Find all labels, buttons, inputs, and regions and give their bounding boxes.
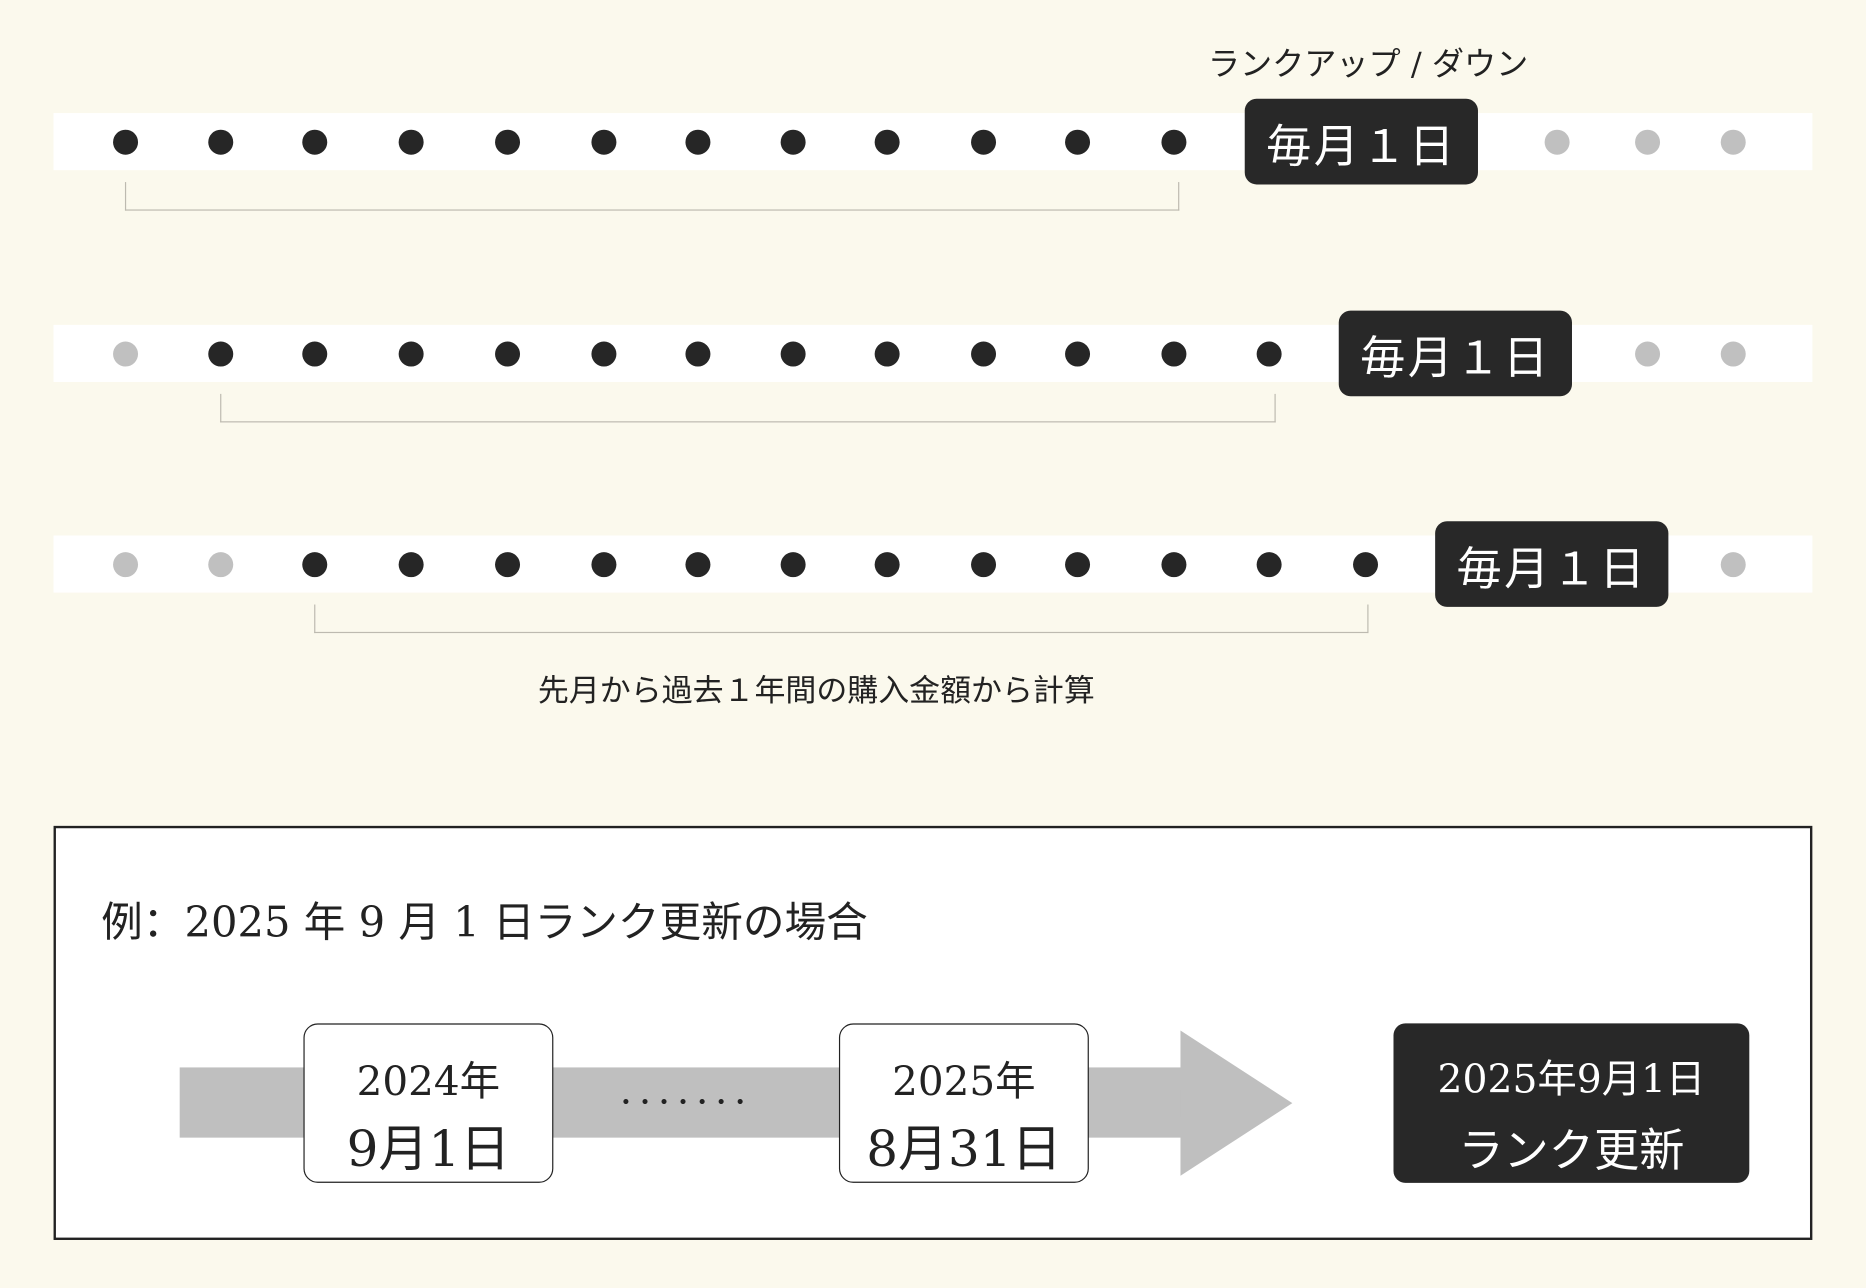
month-dot-active: [112, 129, 138, 155]
start-year: 2024年: [356, 1057, 501, 1106]
month-dot-inactive: [1720, 340, 1746, 366]
month-band: [53, 113, 1813, 171]
month-dot-active: [301, 129, 327, 155]
month-dot-active: [1160, 551, 1186, 577]
month-dot-active: [398, 129, 424, 155]
month-dot-active: [301, 340, 327, 366]
month-dot-active: [398, 551, 424, 577]
month-dot-active: [684, 129, 710, 155]
rank-update-box: 2025年9月1日 ランク更新: [1393, 1023, 1750, 1183]
monthly-update-badge: 毎月１日: [1338, 310, 1572, 397]
end-date: 8月31日: [866, 1119, 1062, 1179]
month-dot-active: [590, 551, 616, 577]
month-dot-active: [398, 340, 424, 366]
month-dot-active: [1064, 129, 1090, 155]
month-dot-inactive: [112, 551, 138, 577]
arrow-head-icon: [1180, 1030, 1293, 1176]
period-bracket: [314, 604, 1369, 634]
month-dot-active: [590, 129, 616, 155]
month-dot-active: [207, 129, 233, 155]
month-dot-active: [970, 129, 996, 155]
bracket-caption: 先月から過去１年間の購入金額から計算: [537, 673, 1095, 710]
month-dot-active: [1064, 551, 1090, 577]
ellipsis: ・・・・・・・: [614, 1087, 752, 1117]
period-bracket: [220, 393, 1276, 423]
end-date-box: 2025年 8月31日: [838, 1023, 1089, 1183]
month-dot-inactive: [207, 551, 233, 577]
month-dot-active: [1256, 551, 1282, 577]
month-dot-active: [1256, 340, 1282, 366]
month-dot-active: [780, 129, 806, 155]
rank-update-date: 2025年9月1日: [1437, 1055, 1706, 1102]
start-date: 9月1日: [346, 1119, 511, 1179]
month-dot-active: [780, 340, 806, 366]
month-dot-active: [970, 340, 996, 366]
month-dot-active: [1352, 551, 1378, 577]
month-dot-active: [970, 551, 996, 577]
month-dot-inactive: [1720, 551, 1746, 577]
month-dot-active: [1160, 340, 1186, 366]
month-dot-active: [1160, 129, 1186, 155]
month-dot-active: [874, 551, 900, 577]
month-dot-active: [590, 340, 616, 366]
monthly-update-badge: 毎月１日: [1244, 98, 1478, 185]
month-dot-inactive: [112, 340, 138, 366]
month-dot-active: [684, 551, 710, 577]
month-dot-active: [494, 340, 520, 366]
end-year: 2025年: [892, 1057, 1036, 1106]
month-dot-active: [874, 129, 900, 155]
month-dot-active: [874, 340, 900, 366]
start-date-box: 2024年 9月1日: [303, 1023, 554, 1183]
month-dot-inactive: [1720, 129, 1746, 155]
month-dot-active: [301, 551, 327, 577]
month-dot-active: [207, 340, 233, 366]
month-dot-inactive: [1544, 129, 1570, 155]
month-dot-inactive: [1634, 340, 1660, 366]
rank-up-down-label: ランクアップ / ダウン: [1207, 46, 1529, 84]
month-dot-inactive: [1634, 129, 1660, 155]
rank-update-label: ランク更新: [1458, 1124, 1685, 1177]
month-dot-active: [494, 551, 520, 577]
month-dot-active: [1064, 340, 1090, 366]
month-dot-active: [780, 551, 806, 577]
period-bracket: [124, 182, 1180, 211]
example-title: 例：2025 年 9 月 1 日ランク更新の場合: [101, 899, 868, 948]
month-dot-active: [494, 129, 520, 155]
monthly-update-badge: 毎月１日: [1435, 521, 1669, 607]
month-dot-active: [684, 340, 710, 366]
